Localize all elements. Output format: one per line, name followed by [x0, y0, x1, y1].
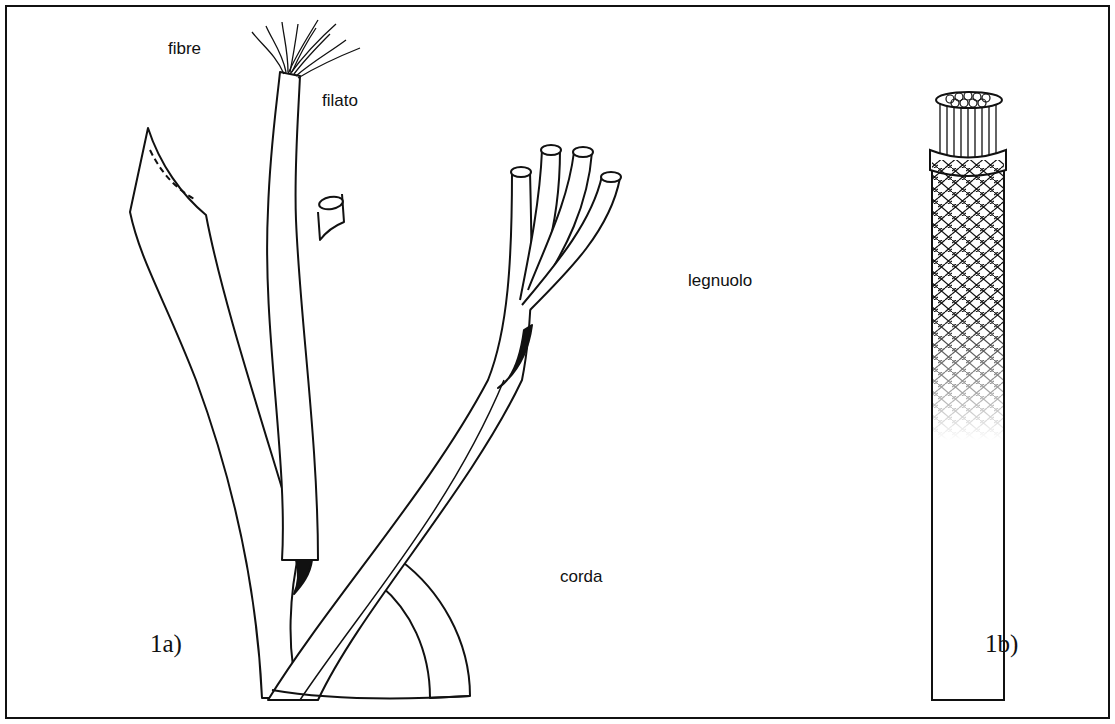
figure-number: 1a) — [150, 630, 182, 658]
yarn-label: filato — [322, 92, 358, 111]
figure-number: 1b) — [985, 630, 1018, 658]
rope-figure — [130, 72, 621, 700]
frame — [6, 6, 1109, 718]
braided-cable — [930, 92, 1006, 700]
fibres — [252, 20, 360, 78]
strand-label: legnuolo — [688, 272, 752, 291]
rope-label: corda — [560, 568, 603, 587]
fibre-label: fibre — [168, 40, 201, 59]
